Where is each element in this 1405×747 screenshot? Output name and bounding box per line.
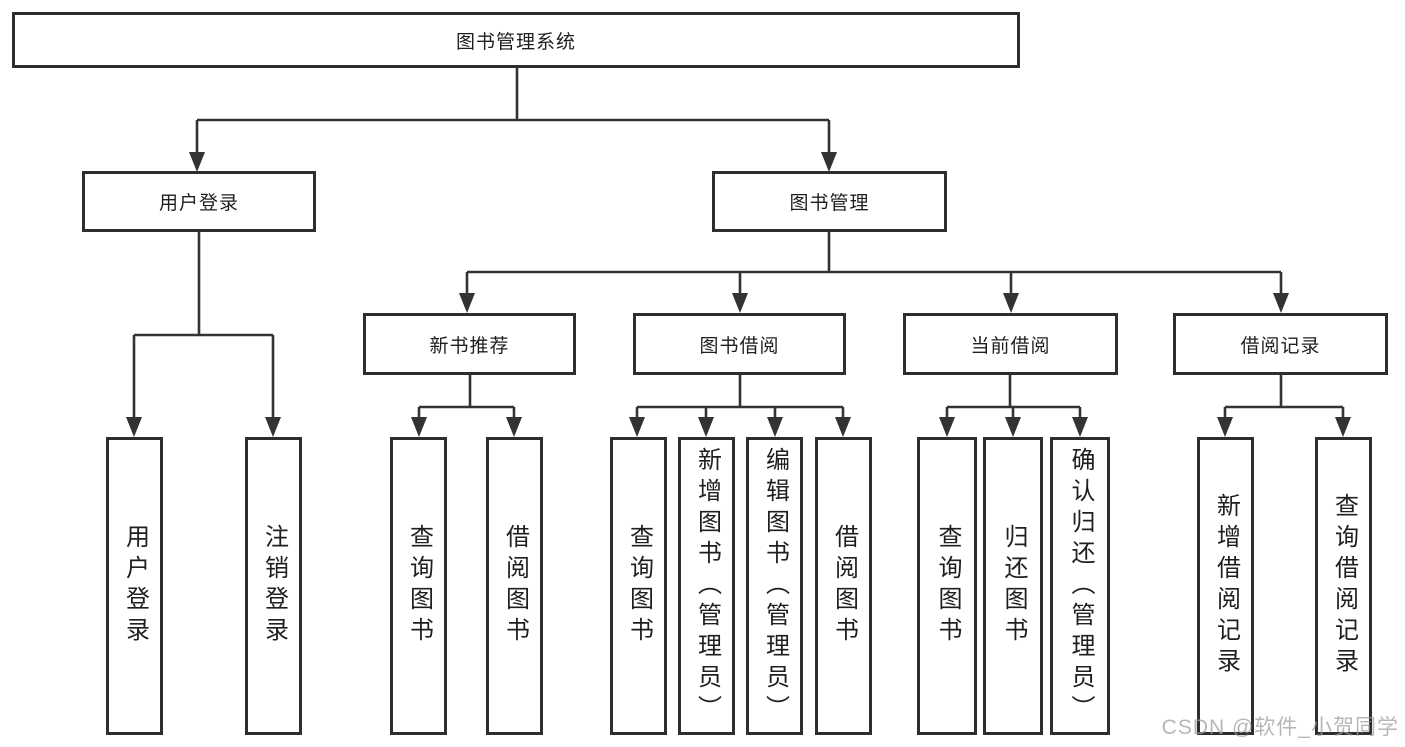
leaf-label: 查询图书 — [625, 524, 653, 648]
arrow-down-icon — [1003, 293, 1019, 313]
arrow-down-icon — [1335, 417, 1351, 437]
arrow-down-icon — [698, 417, 714, 437]
node-borrowing-records: 借阅记录 — [1173, 313, 1388, 375]
leaf-br-add-borrow-record: 新增借阅记录 — [1197, 437, 1254, 735]
arrow-down-icon — [126, 417, 142, 437]
arrow-down-icon — [1072, 417, 1088, 437]
connector-lines — [132, 68, 1345, 419]
leaf-cb-query-books: 查询图书 — [917, 437, 977, 735]
leaf-label: 新增图书（管理员） — [693, 446, 721, 726]
leaf-cb-confirm-return-admin: 确认归还（管理员） — [1050, 437, 1110, 735]
arrow-down-icon — [1217, 417, 1233, 437]
arrow-down-icon — [411, 417, 427, 437]
arrow-down-icon — [732, 293, 748, 313]
arrow-down-icon — [459, 293, 475, 313]
arrow-down-icon — [767, 417, 783, 437]
leaf-label: 借阅图书 — [830, 524, 858, 648]
leaf-bb-add-book-admin: 新增图书（管理员） — [678, 437, 735, 735]
leaf-bb-borrow-books: 借阅图书 — [815, 437, 872, 735]
arrow-down-icon — [189, 152, 205, 172]
node-user-login: 用户登录 — [82, 171, 316, 232]
arrow-down-icon — [835, 417, 851, 437]
leaf-label: 注销登录 — [260, 524, 288, 648]
leaf-label: 用户登录 — [121, 524, 149, 648]
leaf-nbr-borrow-books: 借阅图书 — [486, 437, 543, 735]
leaf-user-login: 用户登录 — [106, 437, 163, 735]
arrow-down-icon — [1005, 417, 1021, 437]
leaf-label: 归还图书 — [1000, 524, 1027, 648]
leaf-br-query-borrow-record: 查询借阅记录 — [1315, 437, 1372, 735]
arrow-down-icon — [506, 417, 522, 437]
node-root: 图书管理系统 — [12, 12, 1020, 68]
arrow-down-icon — [629, 417, 645, 437]
leaf-label: 借阅图书 — [501, 524, 529, 648]
node-new-book-recommendation: 新书推荐 — [363, 313, 576, 375]
leaf-label: 确认归还（管理员） — [1067, 446, 1094, 726]
leaf-label: 查询借阅记录 — [1330, 493, 1358, 679]
node-book-borrowing: 图书借阅 — [633, 313, 846, 375]
leaf-logout: 注销登录 — [245, 437, 302, 735]
arrow-down-icon — [1273, 293, 1289, 313]
leaf-label: 查询图书 — [934, 524, 961, 648]
leaf-bb-query-books: 查询图书 — [610, 437, 667, 735]
leaf-label: 新增借阅记录 — [1212, 493, 1240, 679]
watermark-text: CSDN @软件_小贺同学 — [1161, 716, 1399, 739]
leaf-cb-return-books: 归还图书 — [983, 437, 1043, 735]
leaf-bb-edit-book-admin: 编辑图书（管理员） — [746, 437, 803, 735]
node-book-management: 图书管理 — [712, 171, 947, 232]
arrow-down-icon — [265, 417, 281, 437]
arrow-down-icon — [939, 417, 955, 437]
leaf-label: 编辑图书（管理员） — [761, 446, 789, 726]
leaf-nbr-query-books: 查询图书 — [390, 437, 447, 735]
node-current-borrowing: 当前借阅 — [903, 313, 1118, 375]
leaf-label: 查询图书 — [405, 524, 433, 648]
arrow-down-icon — [821, 152, 837, 172]
arrowheads — [126, 152, 1351, 437]
